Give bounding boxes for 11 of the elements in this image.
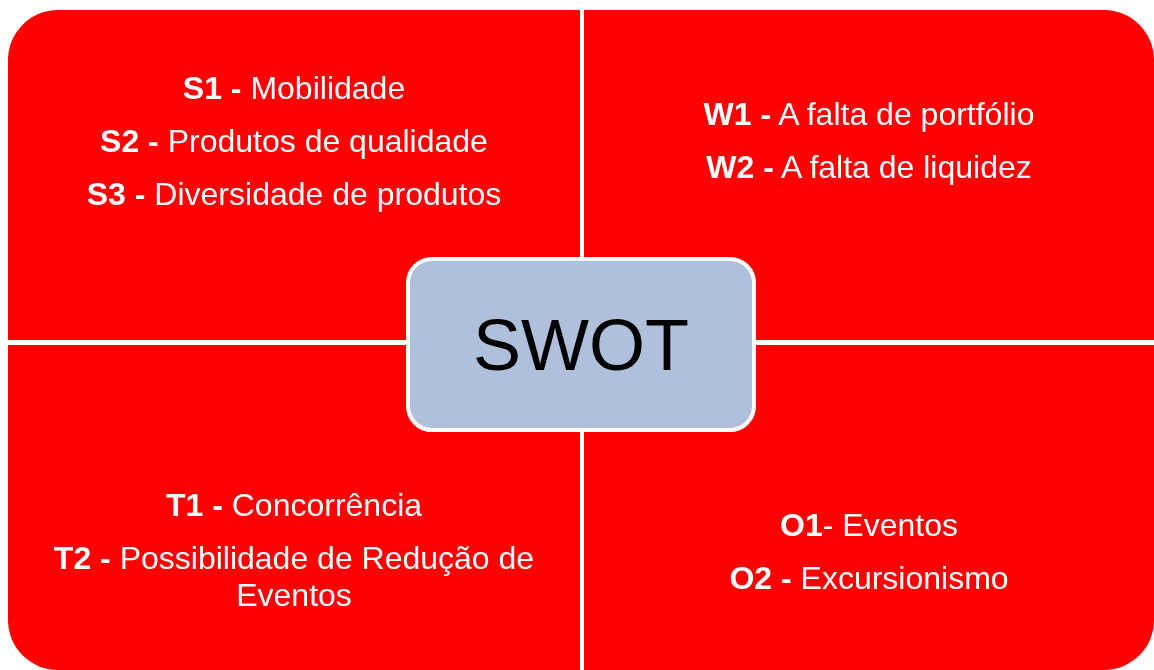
list-item: S1 - Mobilidade	[182, 70, 406, 107]
center-title: SWOT	[473, 303, 689, 386]
list-item: S3 - Diversidade de produtos	[86, 176, 502, 213]
list-item: O1- Eventos	[780, 507, 958, 544]
list-item: W2 - A falta de liquidez	[706, 149, 1032, 186]
list-item: O2 - Excursionismo	[729, 560, 1009, 597]
list-item: W1 - A falta de portfólio	[703, 96, 1035, 133]
list-item: T2 - Possibilidade de Redução de Eventos	[52, 540, 536, 614]
list-item: T1 - Concorrência	[165, 487, 423, 524]
list-item: S2 - Produtos de qualidade	[100, 123, 488, 160]
center-box	[406, 257, 756, 432]
